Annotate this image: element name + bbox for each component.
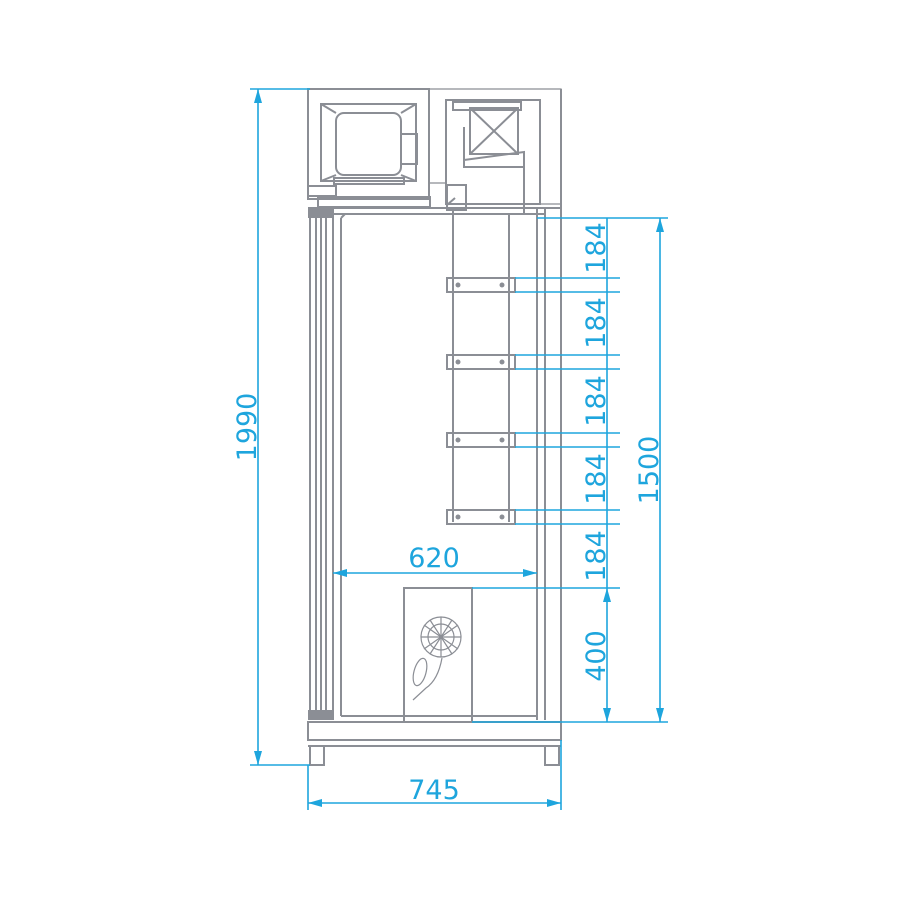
drawing-line [340, 213, 346, 219]
drawing-line [455, 514, 461, 520]
dim-label-184: 184 [581, 375, 612, 427]
dimension-shelf-spacing: 184 184 184 184 184 400 [472, 218, 620, 722]
drawing-line [523, 167, 537, 215]
drawing-line [499, 359, 505, 365]
shelf-bracket [446, 509, 516, 525]
drawing-line [446, 197, 456, 206]
cabinet-base [307, 721, 562, 766]
dim-label-184: 184 [581, 222, 612, 274]
drawing-line [603, 588, 611, 722]
dim-label-184: 184 [581, 453, 612, 505]
drawing-line [412, 657, 428, 687]
drawing-line [308, 208, 333, 218]
drawing-line [307, 88, 430, 200]
shelf-bracket [446, 277, 516, 293]
drawing-line [320, 174, 337, 182]
fan-icon [469, 107, 519, 155]
dim-label-184: 184 [581, 530, 612, 582]
drawing-line [446, 277, 516, 293]
dim-label-184: 184 [581, 297, 612, 349]
drawing-line [308, 710, 333, 720]
drawing-line [499, 437, 505, 443]
drawing-line [455, 282, 461, 288]
drawing-line [412, 657, 443, 701]
drawing-line [335, 112, 402, 176]
dimension-1990: 1990 [232, 88, 310, 766]
dim-label-1990: 1990 [232, 393, 263, 462]
drawing-line [400, 133, 418, 165]
drawing-line [400, 174, 417, 182]
drawing-line [455, 437, 461, 443]
dim-label-1500: 1500 [634, 436, 665, 505]
drawing-line [446, 184, 467, 211]
drawing-line [307, 721, 562, 741]
dimension-745: 745 [307, 740, 562, 810]
drawing-line [446, 509, 516, 525]
drawing-line [403, 587, 473, 723]
drawing-line [469, 107, 519, 155]
dim-label-620: 620 [408, 543, 460, 574]
evaporator-housing [428, 88, 562, 215]
drawing-line [400, 103, 417, 114]
drawing-line [463, 127, 525, 168]
dimension-620: 620 [333, 543, 537, 577]
drawing-line [445, 99, 541, 205]
dim-label-400: 400 [581, 630, 612, 682]
compressor-unit [307, 88, 431, 208]
drawing-line [452, 101, 522, 111]
flower-icon [412, 616, 462, 701]
dimension-1500: 1500 [472, 217, 668, 723]
shelf-bracket [446, 432, 516, 448]
dim-label-745: 745 [408, 775, 460, 806]
drawing-line [307, 185, 337, 197]
drawing-line [320, 103, 337, 114]
drawing-line [446, 432, 516, 448]
drawing-line [333, 177, 405, 185]
drawing-line [499, 282, 505, 288]
drawing-line [428, 88, 562, 205]
leg [544, 745, 560, 766]
drawing-line [455, 359, 461, 365]
drawing-line [446, 354, 516, 370]
product-box [403, 587, 473, 723]
drawing-line [421, 617, 461, 657]
shelf-ladder [446, 210, 516, 525]
leg [309, 745, 325, 766]
shelf-bracket [446, 354, 516, 370]
drawing-line [499, 514, 505, 520]
